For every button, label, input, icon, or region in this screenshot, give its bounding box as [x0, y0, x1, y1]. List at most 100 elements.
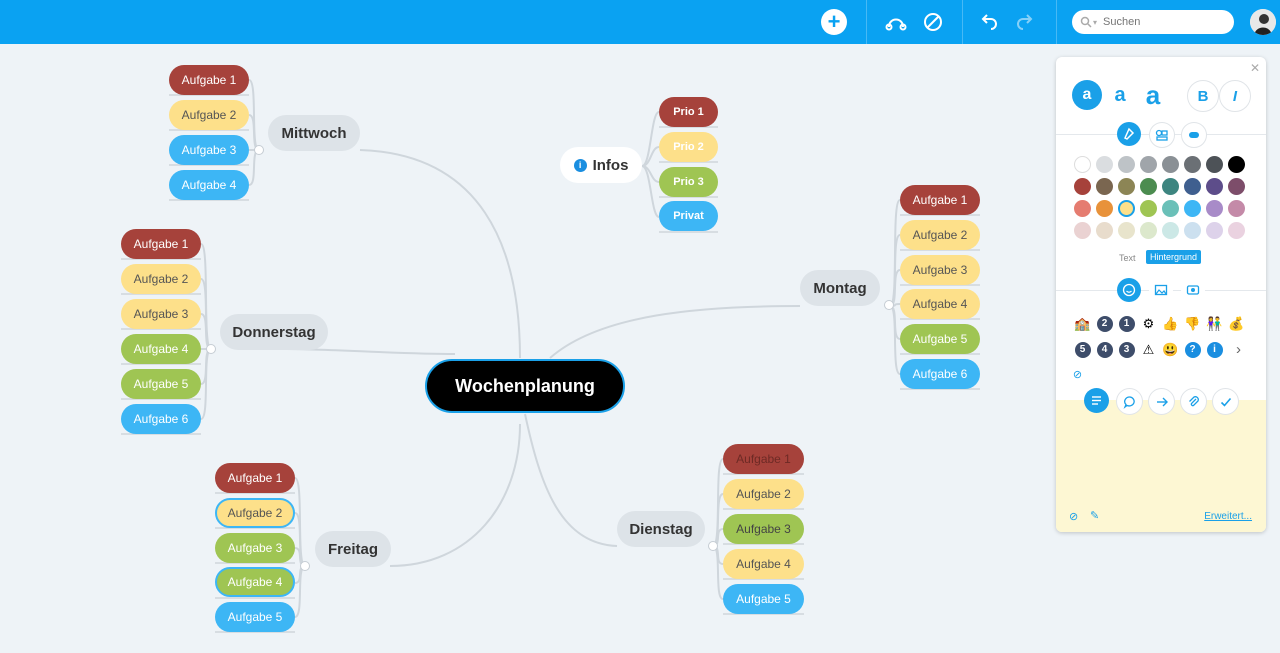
- task-item[interactable]: Aufgabe 6: [900, 359, 980, 389]
- task-tab[interactable]: [1212, 388, 1239, 415]
- image-tab[interactable]: [1149, 278, 1173, 302]
- task-item[interactable]: Aufgabe 3: [215, 533, 295, 563]
- color-mode-text[interactable]: Text: [1119, 253, 1136, 263]
- note-tab[interactable]: [1084, 388, 1109, 413]
- task-item[interactable]: Aufgabe 4: [900, 289, 980, 319]
- task-item[interactable]: Aufgabe 2: [169, 100, 249, 130]
- task-item[interactable]: Aufgabe 2: [900, 220, 980, 250]
- color-swatch[interactable]: [1074, 200, 1091, 217]
- style-tab[interactable]: [1149, 122, 1175, 148]
- number-two-icon[interactable]: 2: [1096, 315, 1113, 332]
- color-swatch[interactable]: [1228, 156, 1245, 173]
- color-swatch[interactable]: [1228, 222, 1245, 239]
- remove-style-button[interactable]: [919, 8, 947, 36]
- branch-dienstag[interactable]: Dienstag: [617, 511, 705, 547]
- infos-item[interactable]: Privat: [659, 201, 718, 231]
- task-item[interactable]: Aufgabe 1: [900, 185, 980, 215]
- redo-button[interactable]: [1011, 8, 1039, 36]
- color-mode-background[interactable]: Hintergrund: [1146, 250, 1201, 264]
- branch-collapse-knob[interactable]: [206, 344, 216, 354]
- smiley-icon[interactable]: 😃: [1162, 341, 1179, 358]
- color-swatch[interactable]: [1162, 178, 1179, 195]
- close-icon[interactable]: ✕: [1250, 61, 1260, 75]
- font-size-large-button[interactable]: a: [1138, 80, 1168, 110]
- task-item[interactable]: Aufgabe 3: [121, 299, 201, 329]
- branch-collapse-knob[interactable]: [884, 300, 894, 310]
- emoji-tab[interactable]: [1117, 278, 1141, 302]
- magic-wand-icon[interactable]: ✎: [1090, 509, 1099, 522]
- thumbs-up-icon[interactable]: 👍: [1162, 315, 1179, 332]
- task-item[interactable]: Aufgabe 2: [723, 479, 804, 509]
- color-swatch[interactable]: [1140, 222, 1157, 239]
- font-size-medium-button[interactable]: a: [1105, 80, 1135, 110]
- branch-donnerstag[interactable]: Donnerstag: [220, 314, 328, 350]
- school-icon[interactable]: 🏫: [1074, 315, 1091, 332]
- task-item-selected[interactable]: Aufgabe 4: [215, 567, 295, 597]
- search-box[interactable]: ▾: [1072, 10, 1234, 34]
- task-item[interactable]: Aufgabe 2: [121, 264, 201, 294]
- branch-mittwoch[interactable]: Mittwoch: [268, 115, 360, 151]
- task-item-selected[interactable]: Aufgabe 2: [215, 498, 295, 528]
- task-item[interactable]: Aufgabe 5: [121, 369, 201, 399]
- video-tab[interactable]: [1181, 278, 1205, 302]
- infos-item[interactable]: Prio 3: [659, 167, 718, 197]
- color-swatch[interactable]: [1118, 178, 1135, 195]
- number-one-icon[interactable]: 1: [1118, 315, 1135, 332]
- color-swatch[interactable]: [1074, 156, 1091, 173]
- task-item[interactable]: Aufgabe 3: [900, 255, 980, 285]
- branch-collapse-knob[interactable]: [300, 561, 310, 571]
- task-item[interactable]: Aufgabe 3: [169, 135, 249, 165]
- question-icon[interactable]: ?: [1184, 341, 1201, 358]
- infos-item[interactable]: Prio 2: [659, 132, 718, 162]
- color-swatch[interactable]: [1162, 222, 1179, 239]
- color-swatch[interactable]: [1096, 200, 1113, 217]
- search-input[interactable]: [1101, 15, 1225, 29]
- advanced-link[interactable]: Erweitert...: [1204, 511, 1252, 522]
- bold-button[interactable]: B: [1187, 80, 1219, 112]
- task-item[interactable]: Aufgabe 4: [723, 549, 804, 579]
- color-swatch[interactable]: [1206, 178, 1223, 195]
- task-item[interactable]: Aufgabe 6: [121, 404, 201, 434]
- comment-tab[interactable]: [1116, 388, 1143, 415]
- color-swatch[interactable]: [1184, 156, 1201, 173]
- task-item[interactable]: Aufgabe 1: [215, 463, 295, 493]
- clear-note-icon[interactable]: ⊘: [1069, 510, 1078, 523]
- task-item[interactable]: Aufgabe 1: [169, 65, 249, 95]
- color-swatch[interactable]: [1118, 222, 1135, 239]
- color-swatch[interactable]: [1118, 156, 1135, 173]
- number-five-icon[interactable]: 5: [1074, 341, 1091, 358]
- color-swatch[interactable]: [1184, 200, 1201, 217]
- info-icon[interactable]: i: [1206, 341, 1223, 358]
- task-item[interactable]: Aufgabe 1: [121, 229, 201, 259]
- thumbs-down-icon[interactable]: 👎: [1184, 315, 1201, 332]
- chevron-right-icon[interactable]: ›: [1230, 341, 1247, 358]
- remove-emoji-icon[interactable]: ⊘: [1069, 366, 1086, 383]
- font-size-small-button[interactable]: a: [1072, 80, 1102, 110]
- money-bag-icon[interactable]: 💰: [1228, 315, 1245, 332]
- color-swatch[interactable]: [1206, 222, 1223, 239]
- color-swatch[interactable]: [1140, 178, 1157, 195]
- color-swatch[interactable]: [1074, 178, 1091, 195]
- branch-freitag[interactable]: Freitag: [315, 531, 391, 567]
- note-editor[interactable]: ⊘ ✎ Erweitert...: [1056, 400, 1266, 532]
- color-swatch[interactable]: [1206, 156, 1223, 173]
- task-item[interactable]: Aufgabe 3: [723, 514, 804, 544]
- infos-item[interactable]: Prio 1: [659, 97, 718, 127]
- italic-button[interactable]: I: [1219, 80, 1251, 112]
- add-button[interactable]: +: [820, 8, 848, 36]
- color-swatch[interactable]: [1206, 200, 1223, 217]
- task-item[interactable]: Aufgabe 1: [723, 444, 804, 474]
- task-item[interactable]: Aufgabe 5: [900, 324, 980, 354]
- task-item[interactable]: Aufgabe 4: [121, 334, 201, 364]
- warning-icon[interactable]: ⚠: [1140, 341, 1157, 358]
- branch-collapse-knob[interactable]: [254, 145, 264, 155]
- color-swatch[interactable]: [1096, 178, 1113, 195]
- infos-node[interactable]: i Infos: [560, 147, 642, 183]
- branch-collapse-knob[interactable]: [708, 541, 718, 551]
- color-swatch[interactable]: [1162, 200, 1179, 217]
- connect-button[interactable]: [882, 8, 910, 36]
- link-tab[interactable]: [1148, 388, 1175, 415]
- couple-icon[interactable]: 👫: [1206, 315, 1223, 332]
- task-item[interactable]: Aufgabe 5: [723, 584, 804, 614]
- number-three-icon[interactable]: 3: [1118, 341, 1135, 358]
